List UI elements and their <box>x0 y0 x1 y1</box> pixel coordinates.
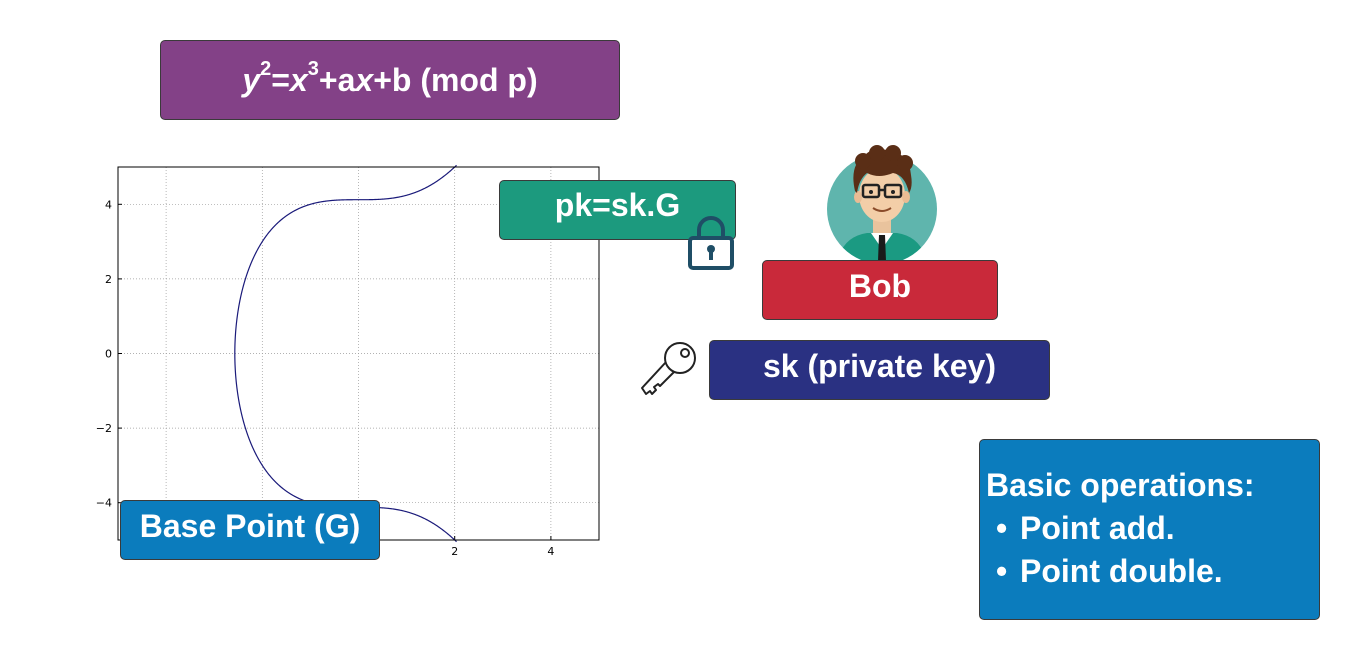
y-tick-label: 4 <box>105 198 112 211</box>
y-tick-label: 0 <box>105 348 112 361</box>
curve-equation-box: y2=x3+ax+b (mod p) <box>160 40 620 120</box>
public-key-label: pk=sk.G <box>554 186 681 223</box>
bullet-icon: • <box>996 510 1008 546</box>
key-icon <box>641 342 696 395</box>
operation-item-label: Point double. <box>1020 553 1223 589</box>
lock-icon <box>688 216 734 270</box>
avatar-icon <box>827 145 937 261</box>
eq-x-exponent: 3 <box>307 57 319 80</box>
equation-text: y2=x3+ax+b (mod p) <box>242 58 538 99</box>
eq-y-exponent: 2 <box>260 57 272 80</box>
basic-operations-box: Basic operations: • Point add. • Point dou… <box>979 439 1320 620</box>
operations-list: • Point add. • Point double. <box>986 507 1319 593</box>
private-key-label: sk (private key) <box>762 347 996 384</box>
eq-plus-a: +a <box>318 61 356 98</box>
bullet-icon: • <box>996 553 1008 589</box>
eq-x2: x <box>355 61 374 98</box>
y-tick-label: −4 <box>96 497 112 510</box>
person-name: Bob <box>848 267 912 304</box>
base-point-label: Base Point (G) <box>139 507 361 544</box>
public-key-box: pk=sk.G <box>499 180 736 240</box>
curve-line-upper <box>234 164 457 354</box>
y-tick-label: −2 <box>96 422 112 435</box>
operation-item: • Point double. <box>986 550 1319 593</box>
eq-equals: = <box>271 61 290 98</box>
operation-item: • Point add. <box>986 507 1319 550</box>
y-tick-label: 2 <box>105 273 112 286</box>
eq-y: y <box>242 61 261 98</box>
base-point-box: Base Point (G) <box>120 500 380 560</box>
eq-rest: +b (mod p) <box>373 61 538 98</box>
eq-x: x <box>289 61 308 98</box>
person-name-box: Bob <box>762 260 998 320</box>
operation-item-label: Point add. <box>1020 510 1175 546</box>
private-key-box: sk (private key) <box>709 340 1050 400</box>
x-tick-label: 4 <box>547 545 554 558</box>
operations-title: Basic operations: <box>986 467 1255 503</box>
x-tick-label: 2 <box>451 545 458 558</box>
